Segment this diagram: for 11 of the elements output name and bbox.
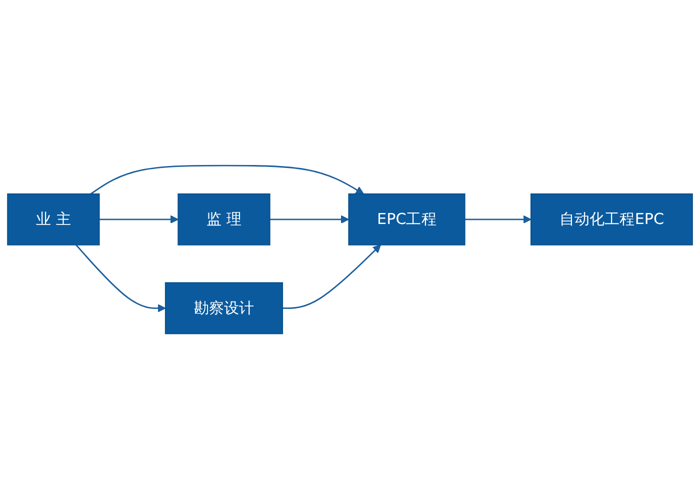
arrow: [90, 165, 364, 195]
node-box: 业 主: [7, 194, 100, 246]
node-box: 勘察设计: [164, 282, 284, 335]
arrow: [76, 244, 166, 313]
node-box: 监 理: [178, 194, 270, 246]
arrow: [270, 216, 350, 224]
arrow: [464, 216, 532, 224]
arrow: [282, 244, 381, 310]
arrow: [99, 216, 178, 224]
node-box: EPC工程: [348, 194, 466, 246]
node-box: 自动化工程EPC: [530, 194, 693, 246]
